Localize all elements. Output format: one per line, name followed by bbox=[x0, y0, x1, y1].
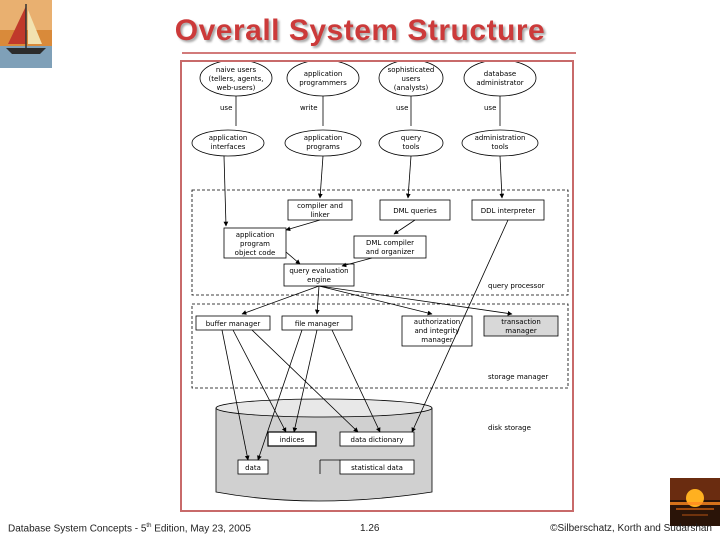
disk-storage-label: disk storage bbox=[488, 424, 531, 432]
footer-page-number: 1.26 bbox=[360, 523, 380, 534]
title-underline bbox=[182, 52, 576, 54]
dml-queries-node: DML queries bbox=[379, 199, 451, 221]
object-code-node: application program object code bbox=[223, 227, 287, 259]
sophisticated-label-2: users bbox=[402, 75, 421, 83]
query-tools-label-1: query bbox=[401, 134, 421, 142]
file-manager-node: file manager bbox=[281, 315, 353, 331]
eval-engine-label-2: engine bbox=[307, 276, 331, 284]
naive-users-node: naive users (tellers, agents, web-users) bbox=[199, 62, 273, 97]
statistical-data-node: statistical data bbox=[339, 459, 415, 475]
storage-manager-region bbox=[191, 303, 569, 389]
naive-users-label-3: web-users) bbox=[217, 84, 256, 92]
naive-users-label-2: (tellers, agents, bbox=[208, 75, 263, 83]
buffer-manager-label: buffer manager bbox=[206, 320, 261, 328]
disk-storage-cylinder bbox=[215, 398, 433, 502]
query-tools-label-2: tools bbox=[403, 143, 420, 151]
dml-compiler-node: DML compiler and organizer bbox=[353, 235, 427, 259]
indices-node: indices bbox=[267, 431, 317, 447]
naive-users-label-1: naive users bbox=[216, 66, 257, 74]
txn-label-2: manager bbox=[505, 327, 537, 335]
use-label-1: use bbox=[220, 104, 232, 112]
administration-tools-node: administration tools bbox=[461, 129, 539, 157]
use-label-3: use bbox=[484, 104, 496, 112]
footer-copyright: ©Silberschatz, Korth and Sudarshan bbox=[550, 523, 712, 534]
ddl-interpreter-node: DDL interpreter bbox=[471, 199, 545, 221]
sophisticated-label-1: sophisticated bbox=[388, 66, 435, 74]
sophisticated-users-node: sophisticated users (analysts) bbox=[378, 62, 444, 97]
data-dictionary-label: data dictionary bbox=[351, 436, 404, 444]
dml-compiler-label-2: and organizer bbox=[366, 248, 415, 256]
database-administrator-node: database administrator bbox=[463, 62, 537, 97]
use-label-2: use bbox=[396, 104, 408, 112]
dba-label-2: administrator bbox=[476, 79, 523, 87]
dml-compiler-label-1: DML compiler bbox=[366, 239, 414, 247]
object-code-label-3: object code bbox=[235, 249, 276, 257]
application-programs-node: application programs bbox=[284, 129, 362, 157]
app-interfaces-label-2: interfaces bbox=[211, 143, 246, 151]
file-manager-label: file manager bbox=[295, 320, 339, 328]
admin-tools-label-2: tools bbox=[492, 143, 509, 151]
query-processor-label: query processor bbox=[488, 282, 545, 290]
system-structure-diagram: naive users (tellers, agents, web-users)… bbox=[191, 62, 569, 502]
query-evaluation-engine-node: query evaluation engine bbox=[283, 263, 355, 287]
authorization-manager-node: authorization and integrity manager bbox=[401, 315, 473, 347]
txn-label-1: transaction bbox=[501, 318, 541, 326]
dml-queries-label: DML queries bbox=[393, 207, 437, 215]
query-processor-region bbox=[191, 189, 569, 296]
write-label: write bbox=[300, 104, 318, 112]
eval-engine-label-1: query evaluation bbox=[289, 267, 348, 275]
compiler-label-2: linker bbox=[310, 211, 329, 219]
transaction-manager-node: transaction manager bbox=[483, 315, 559, 337]
buffer-manager-node: buffer manager bbox=[195, 315, 271, 331]
sailboat-logo bbox=[0, 0, 52, 68]
indices-label: indices bbox=[280, 436, 305, 444]
dba-label-1: database bbox=[484, 70, 516, 78]
app-programs-label-1: application bbox=[304, 134, 343, 142]
data-label: data bbox=[245, 464, 261, 472]
sophisticated-label-3: (analysts) bbox=[394, 84, 429, 92]
compiler-linker-node: compiler and linker bbox=[287, 199, 353, 221]
sunset-logo bbox=[670, 478, 720, 526]
data-node: data bbox=[237, 459, 269, 475]
object-code-label-2: program bbox=[240, 240, 270, 248]
connector-lines bbox=[221, 155, 513, 474]
query-tools-node: query tools bbox=[378, 129, 444, 157]
admin-tools-label-1: administration bbox=[475, 134, 526, 142]
storage-manager-label: storage manager bbox=[488, 373, 548, 381]
application-interfaces-node: application interfaces bbox=[191, 129, 265, 157]
auth-label-2: and integrity bbox=[415, 327, 460, 335]
application-programmers-node: application programmers bbox=[286, 62, 360, 97]
ddl-interpreter-label: DDL interpreter bbox=[481, 207, 536, 215]
programmers-label-2: programmers bbox=[299, 79, 347, 87]
statistical-data-label: statistical data bbox=[351, 464, 403, 472]
auth-label-3: manager bbox=[421, 336, 453, 344]
programmers-label-1: application bbox=[304, 70, 343, 78]
footer-book-info: Database System Concepts - 5th Edition, … bbox=[8, 523, 251, 535]
app-interfaces-label-1: application bbox=[209, 134, 248, 142]
slide-title: Overall System Structure bbox=[174, 14, 546, 47]
object-code-label-1: application bbox=[236, 231, 275, 239]
auth-label-1: authorization bbox=[414, 318, 460, 326]
compiler-label-1: compiler and bbox=[297, 202, 343, 210]
data-dictionary-node: data dictionary bbox=[339, 431, 415, 447]
app-programs-label-2: programs bbox=[306, 143, 340, 151]
